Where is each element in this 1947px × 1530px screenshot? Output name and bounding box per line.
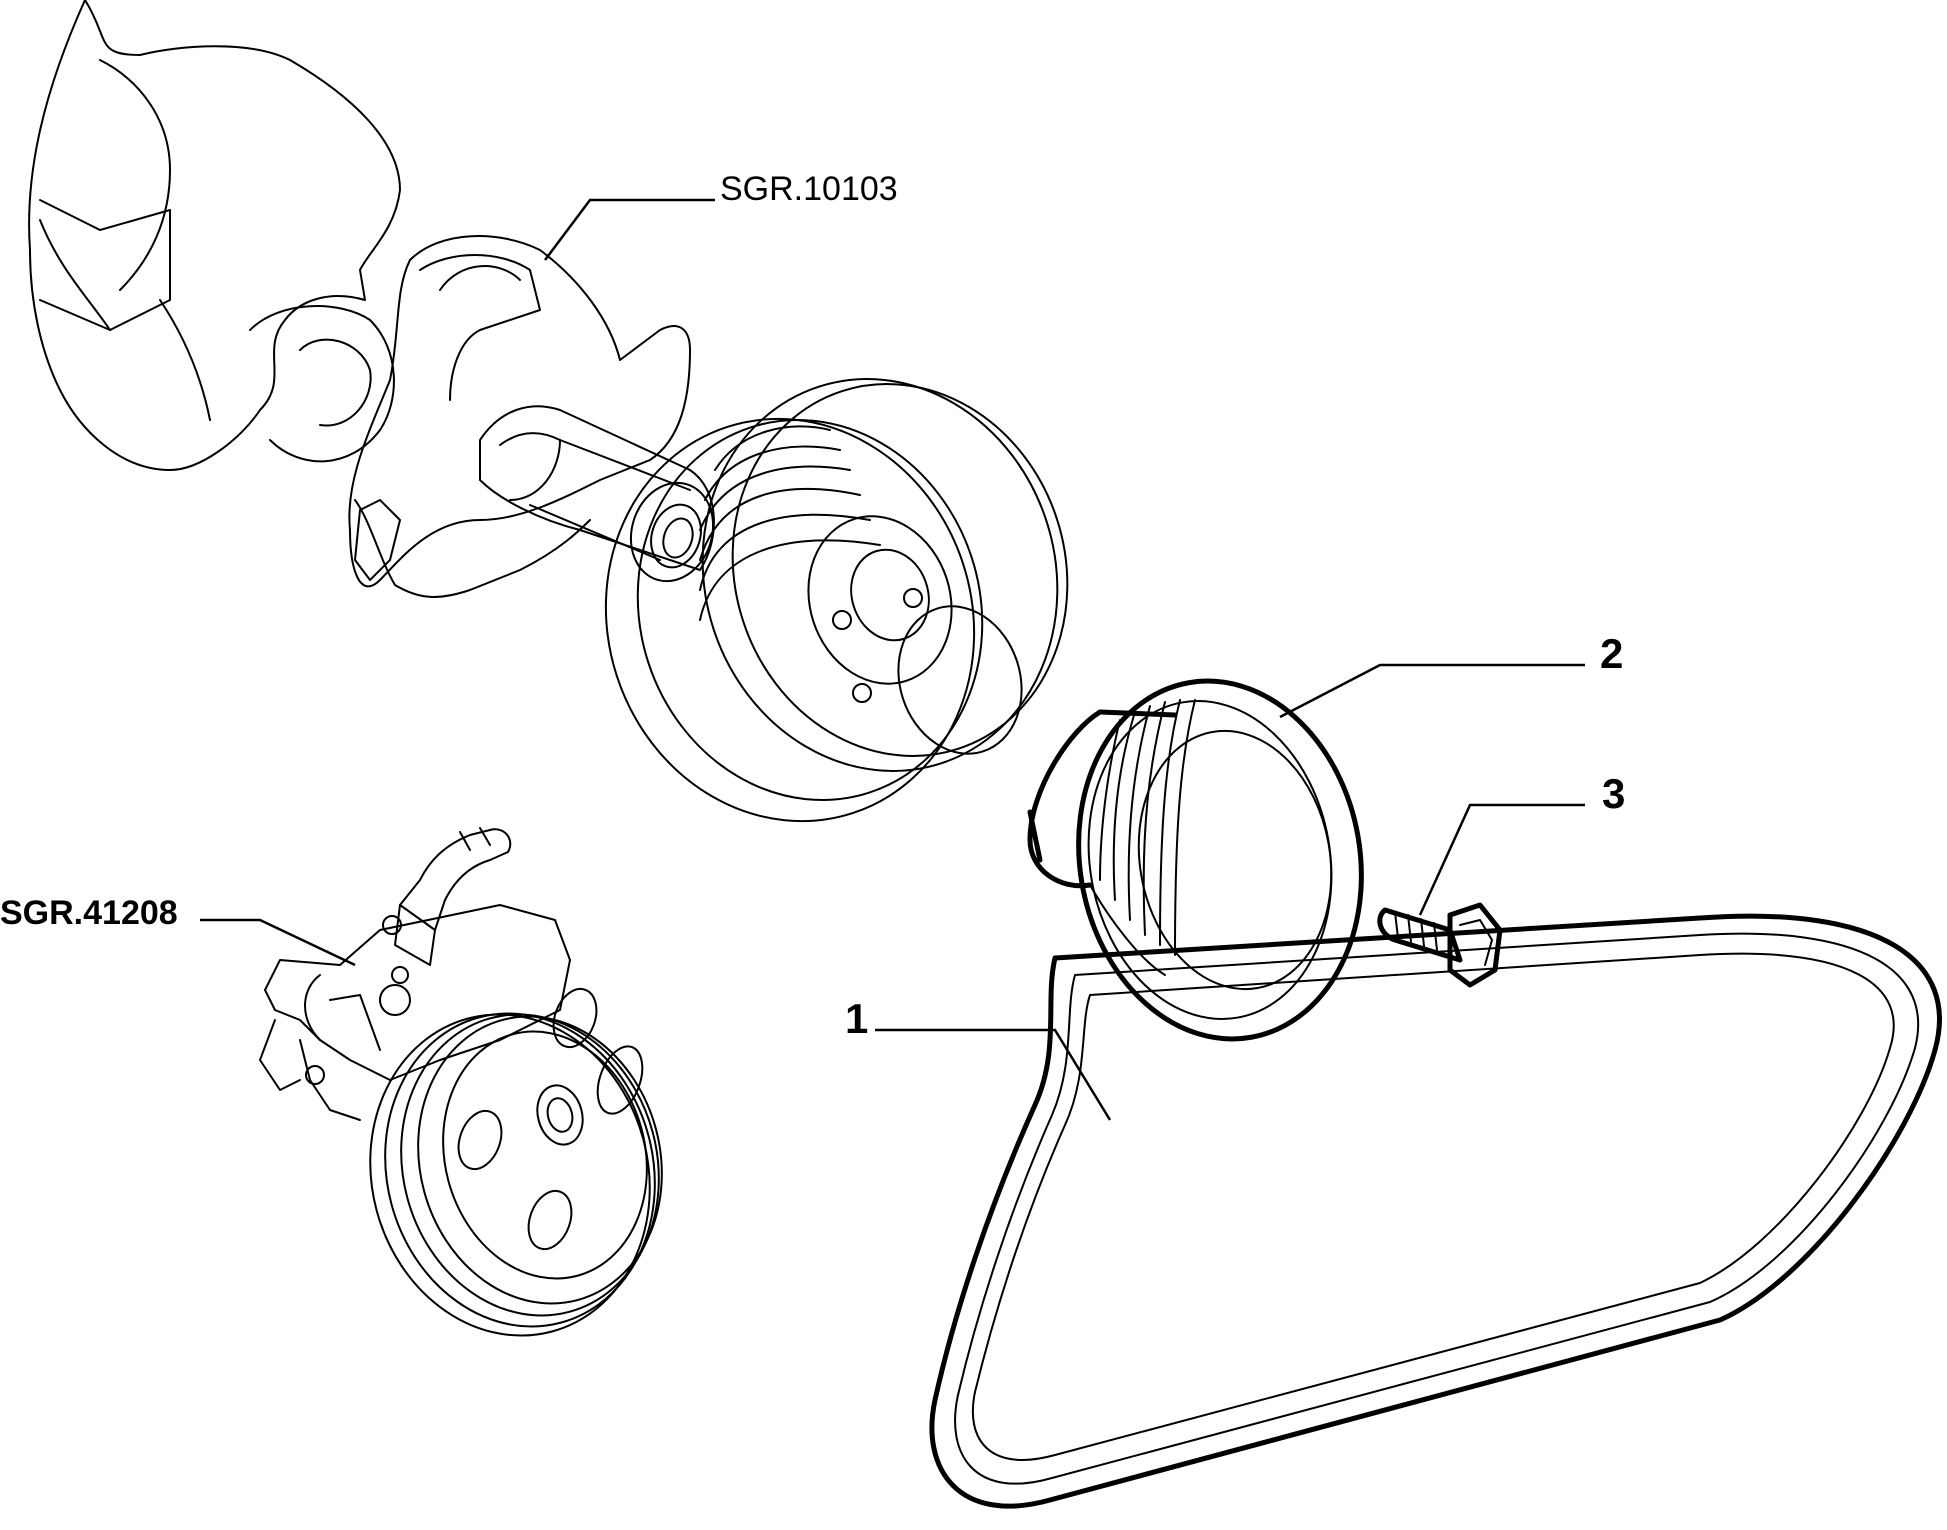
item-number-2: 2 xyxy=(1600,630,1623,677)
item-number-3: 3 xyxy=(1602,770,1625,817)
power-steering-pump xyxy=(259,827,663,1337)
crankshaft-pulley xyxy=(604,378,1069,823)
leader-pump xyxy=(200,918,356,967)
crankshaft xyxy=(28,0,715,598)
pump-ref-label: SGR.41208 xyxy=(0,894,178,932)
leader-belt xyxy=(875,1028,1112,1121)
drive-belt xyxy=(929,913,1942,1509)
item-number-1: 1 xyxy=(845,995,868,1042)
leader-damper-pulley xyxy=(1279,663,1585,719)
leader-lines xyxy=(200,198,1585,1121)
damper-pulley xyxy=(1027,678,1364,1042)
leader-crankshaft xyxy=(544,198,715,261)
crankshaft-ref-label: SGR.10103 xyxy=(720,170,898,208)
leader-bolt xyxy=(1418,803,1585,916)
